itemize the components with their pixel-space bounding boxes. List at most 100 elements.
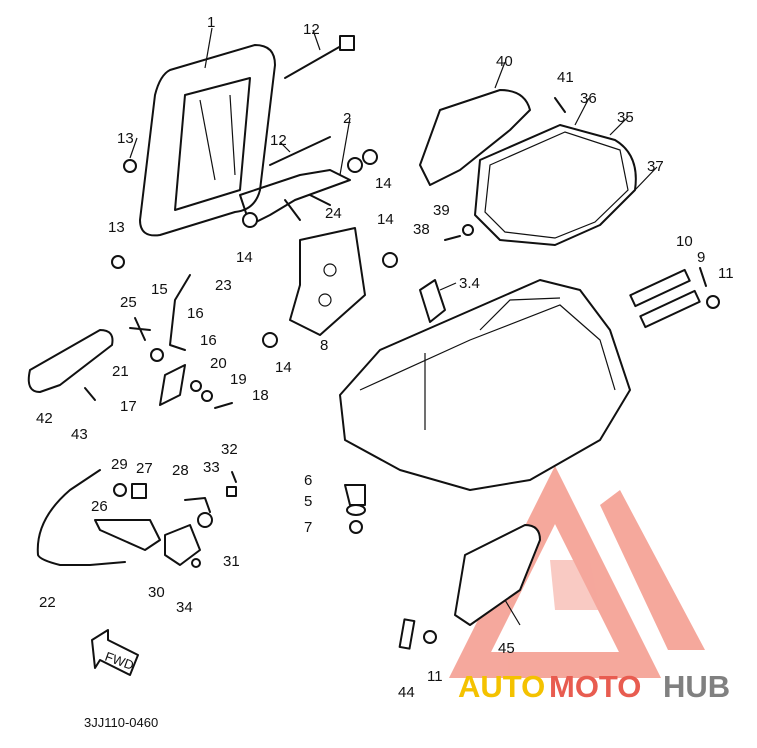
- callout-14: 14: [375, 175, 392, 192]
- nut-14-d: [382, 252, 398, 268]
- callout-1: 1: [207, 14, 215, 31]
- watermark-brand-hub: HUB: [663, 669, 730, 704]
- strap-10: [629, 268, 701, 329]
- screw-32: [231, 471, 237, 483]
- callout-34: 34: [176, 599, 193, 616]
- callout-24: 24: [325, 205, 342, 222]
- callout-19: 19: [230, 371, 247, 388]
- callout-38: 38: [413, 221, 430, 238]
- callout-8: 8: [320, 337, 328, 354]
- callout-18: 18: [252, 387, 269, 404]
- nut-7: [349, 520, 363, 534]
- callout-14: 14: [377, 211, 394, 228]
- callout-21: 21: [112, 363, 129, 380]
- nut-13-lower: [111, 255, 125, 269]
- callout-31: 31: [223, 553, 240, 570]
- backrest-part: [139, 44, 276, 237]
- callout-39: 39: [433, 202, 450, 219]
- callout-43: 43: [71, 426, 88, 443]
- nut-14-e: [262, 332, 278, 348]
- callout-15: 15: [151, 281, 168, 298]
- bracket-45: [454, 524, 541, 626]
- callout-36: 36: [580, 90, 597, 107]
- callout-16: 16: [187, 305, 204, 322]
- callout-9: 9: [697, 249, 705, 266]
- spring-25: [129, 317, 151, 341]
- callout-22: 22: [39, 594, 56, 611]
- top-case-body: [339, 279, 631, 491]
- spring-28: [184, 497, 211, 513]
- callout-32: 32: [221, 441, 238, 458]
- nut-11-right: [706, 295, 720, 309]
- pin-9: [699, 267, 707, 287]
- callout-13: 13: [108, 219, 125, 236]
- callout-42: 42: [36, 410, 53, 427]
- latch-3-4: [419, 279, 446, 323]
- nut-14-a: [347, 157, 363, 173]
- callout-14: 14: [236, 249, 253, 266]
- nut-11-lower: [423, 630, 437, 644]
- mount-plate-part: [289, 227, 366, 336]
- callout-11: 11: [718, 265, 734, 282]
- callout-25: 25: [120, 294, 137, 311]
- callout-16: 16: [200, 332, 217, 349]
- trim-42: [27, 329, 114, 393]
- callout-33: 33: [203, 459, 220, 476]
- bolt-12-top: [284, 41, 349, 79]
- callout-10: 10: [676, 233, 693, 250]
- watermark-brand-auto: AUTO: [458, 669, 545, 704]
- nut-14-c: [242, 212, 258, 228]
- callout-45: 45: [498, 640, 515, 657]
- callout-13: 13: [117, 130, 134, 147]
- callout-30: 30: [148, 584, 165, 601]
- nut-29: [113, 483, 127, 497]
- callout-44: 44: [398, 684, 415, 701]
- callout-14: 14: [275, 359, 292, 376]
- washer-39: [462, 224, 474, 236]
- callout-12: 12: [303, 21, 320, 38]
- bracket-16: [169, 274, 191, 351]
- callout-6: 6: [304, 472, 312, 489]
- cap-27: [131, 483, 147, 499]
- case-lid-part: [474, 124, 637, 246]
- washer-20: [190, 380, 202, 392]
- callout-27: 27: [136, 460, 153, 477]
- watermark-text: AUTO MOTO HUB: [458, 669, 730, 704]
- callout-labels: 1 12 12 13 13 2 14 14 24 14 14 23 25 16 …: [36, 14, 734, 701]
- nut-21: [150, 348, 164, 362]
- callout-35: 35: [617, 109, 634, 126]
- callout-5: 5: [304, 493, 312, 510]
- cover-40: [419, 89, 531, 186]
- callout-20: 20: [210, 355, 227, 372]
- callout-2: 2: [343, 110, 351, 127]
- callout-17: 17: [120, 398, 137, 415]
- cable-22: [36, 469, 126, 566]
- bolt-18: [214, 402, 233, 409]
- bolt-38: [444, 235, 461, 241]
- drawing-code: 3JJ110-0460: [84, 715, 158, 730]
- watermark-brand-moto: MOTO: [549, 669, 641, 704]
- fwd-arrow: FWD: [91, 629, 139, 676]
- callout-23: 23: [215, 277, 232, 294]
- nut-14-b: [362, 149, 378, 165]
- hinge-6: [344, 484, 366, 506]
- pin-44: [398, 618, 416, 650]
- callout-7: 7: [304, 519, 312, 536]
- screw-41: [554, 97, 566, 113]
- callout-11: 11: [427, 668, 443, 685]
- leader-lines: [129, 27, 658, 626]
- callout-26: 26: [91, 498, 108, 515]
- lever-26: [94, 519, 161, 551]
- lever-30: [164, 524, 201, 566]
- callout-41: 41: [557, 69, 574, 86]
- washer-5: [346, 504, 366, 516]
- washer-34: [191, 558, 201, 568]
- bracket-31: [197, 512, 213, 528]
- bracket-17: [159, 364, 186, 406]
- bolt-12-top-head: [339, 35, 355, 51]
- callout-12: 12: [270, 132, 287, 149]
- bolt-12-lower: [269, 136, 331, 166]
- callout-40: 40: [496, 53, 513, 70]
